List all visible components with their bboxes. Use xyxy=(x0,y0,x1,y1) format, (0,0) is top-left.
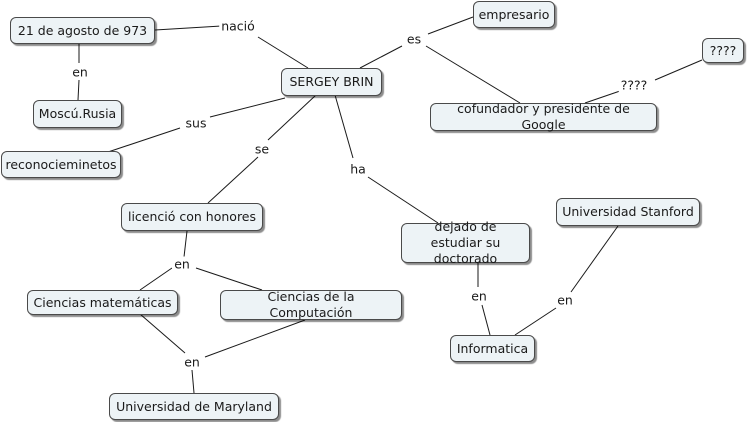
node-fecha-nacimiento[interactable]: 21 de agosto de 973 xyxy=(10,17,155,44)
link-label-es: es xyxy=(404,31,424,47)
line-sergey-sus xyxy=(209,97,286,118)
link-label-en-stanford: en xyxy=(555,292,575,308)
link-label-en-moscu: en xyxy=(70,64,90,80)
line-sergey-ha xyxy=(334,94,354,159)
node-sergey-brin[interactable]: SERGEY BRIN xyxy=(281,68,382,96)
link-label-se: se xyxy=(252,141,272,157)
node-dejado-estudiar[interactable]: dejado de estudiar su doctorado xyxy=(401,219,530,266)
node-maryland[interactable]: Universidad de Maryland xyxy=(109,393,279,420)
line-ha-dejado xyxy=(367,176,439,224)
line-q4-q4link xyxy=(654,59,703,81)
node-licencio[interactable]: licenció con honores xyxy=(121,203,263,231)
line-es-empresario xyxy=(427,16,474,35)
line-sus-reconoc xyxy=(107,127,181,153)
line-en-informatica xyxy=(481,304,491,336)
link-label-en-ciencias: en xyxy=(172,256,192,272)
node-label: Ciencias de la Computación xyxy=(267,289,355,320)
line-stanford-en xyxy=(570,225,619,293)
line-en-matematicas xyxy=(139,267,173,291)
node-matematicas[interactable]: Ciencias matemáticas xyxy=(27,290,178,315)
line-nacio-sergey xyxy=(257,36,309,69)
link-label-nacio: nació xyxy=(219,18,257,34)
link-label-ha: ha xyxy=(348,161,368,177)
line-en-moscu xyxy=(77,79,80,101)
line-q4link-cofundador xyxy=(584,90,621,104)
node-label: Universidad de Maryland xyxy=(116,398,272,414)
line-en-informatica2 xyxy=(514,307,557,336)
line-es-cofundador xyxy=(425,45,521,104)
node-label: licenció con honores xyxy=(127,209,257,224)
node-label: ???? xyxy=(709,42,737,58)
link-label-question: ???? xyxy=(618,77,650,93)
link-label-sus: sus xyxy=(183,115,209,131)
line-matematicas-en xyxy=(139,313,186,354)
node-label: Ciencias matemáticas xyxy=(33,294,172,310)
node-label: dejado de estudiar su doctorado xyxy=(430,219,501,266)
node-informatica[interactable]: Informatica xyxy=(450,335,535,362)
line-en-maryland xyxy=(191,369,195,394)
line-sergey-se xyxy=(267,94,317,141)
node-moscu-rusia[interactable]: Moscú.Rusia xyxy=(33,100,122,128)
node-label: Informatica xyxy=(456,340,529,356)
node-label: reconocieminetos xyxy=(5,156,117,172)
link-label-en-maryland: en xyxy=(182,354,202,370)
line-licencio-en xyxy=(183,230,188,258)
node-label: SERGEY BRIN xyxy=(289,74,374,89)
node-label: cofundador y presidente de Google xyxy=(457,101,630,132)
node-cofundador[interactable]: cofundador y presidente de Google xyxy=(430,101,657,132)
node-label: Moscú.Rusia xyxy=(38,106,117,121)
node-reconocimientos[interactable]: reconocieminetos xyxy=(1,151,121,178)
node-empresario[interactable]: empresario xyxy=(473,1,555,28)
line-sergey-es xyxy=(359,45,403,69)
node-label: empresario xyxy=(478,6,550,22)
line-se-licencio xyxy=(207,156,259,204)
node-stanford[interactable]: Universidad Stanford xyxy=(556,198,700,226)
line-en-computacion xyxy=(195,267,263,291)
node-question[interactable]: ???? xyxy=(702,38,744,63)
node-label: Universidad Stanford xyxy=(562,204,694,219)
node-computacion[interactable]: Ciencias de la Computación xyxy=(220,289,402,320)
line-computacion-en xyxy=(204,319,306,358)
node-label: 21 de agosto de 973 xyxy=(17,22,148,38)
link-label-en-dejado: en xyxy=(469,288,489,304)
